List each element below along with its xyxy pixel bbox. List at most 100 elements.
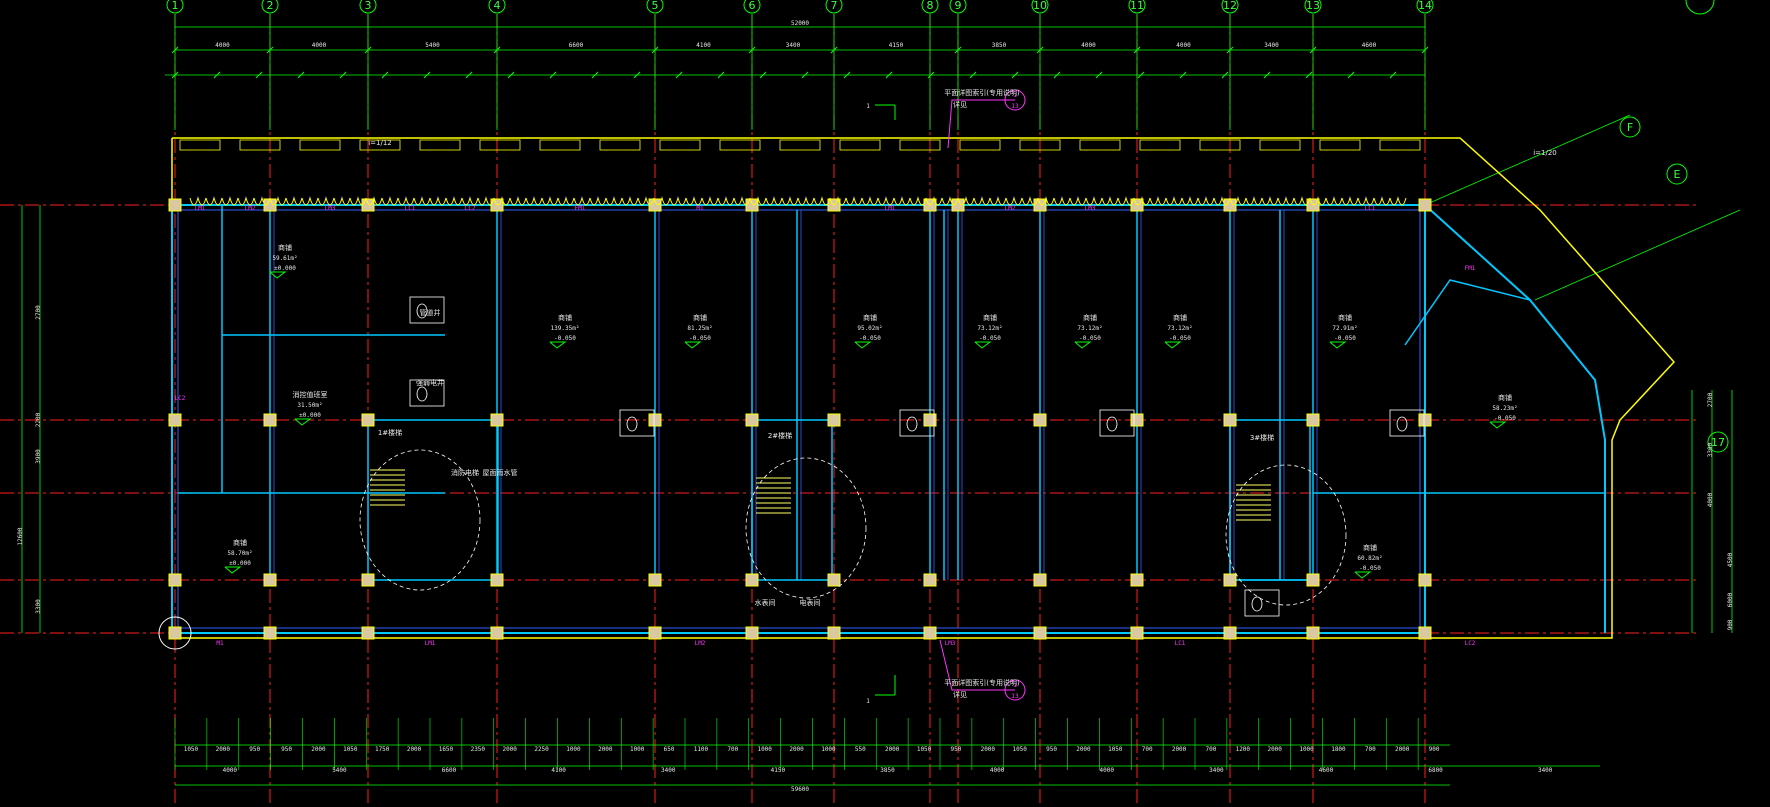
room-area: 31.50m² (297, 402, 322, 409)
axis-label-8: 8 (927, 0, 934, 12)
window (299, 139, 341, 151)
detail-callout: 详见 (953, 100, 967, 109)
window (419, 139, 461, 151)
level-mark (684, 341, 702, 349)
axis-label-11: 11 (1130, 0, 1144, 12)
detail-leader (939, 639, 1015, 691)
dimension-text: 4000 (215, 42, 230, 49)
structural-column (745, 413, 759, 427)
dimension-tick (675, 71, 683, 79)
structural-column (361, 198, 375, 212)
dimension-text: 4000 (990, 767, 1005, 774)
dimension-text: 1750 (375, 746, 390, 753)
door-tag: M1 (216, 640, 224, 647)
dimension-tick (954, 46, 962, 54)
room-level: ±0.000 (274, 265, 296, 272)
stair-curve (745, 457, 867, 599)
door-tag: LC2 (175, 395, 186, 402)
dimension-tick (364, 46, 372, 54)
storefront-door (1117, 196, 1135, 206)
structural-column (1130, 626, 1144, 640)
room-area: 58.70m² (227, 550, 252, 557)
dimension-tick (633, 71, 641, 79)
structural-column (361, 573, 375, 587)
dimension-text: 4150 (889, 42, 904, 49)
annotation-label: 2#楼梯 (768, 431, 792, 440)
dimension-text: 1200 (1236, 746, 1251, 753)
dimension-text: 4000 (1100, 767, 1115, 774)
dimension-text: 4600 (1362, 42, 1377, 49)
room-area: 58.23m² (1492, 405, 1517, 412)
axis-label-7: 7 (831, 0, 838, 12)
axis-label-2: 2 (267, 0, 274, 12)
storefront-door (717, 196, 735, 206)
level-mark (549, 341, 567, 349)
axis-leader (1424, 114, 1631, 206)
storefront-door (1133, 196, 1151, 206)
structural-column (1306, 573, 1320, 587)
room-name: 商铺 (1173, 313, 1187, 322)
dimension-text: 1050 (1108, 746, 1123, 753)
room-area: 73.12m² (1077, 325, 1102, 332)
origin-marker (158, 616, 192, 650)
storefront-door (1197, 196, 1215, 206)
dimension-text: 2250 (534, 746, 549, 753)
structural-column (1223, 573, 1237, 587)
annotation-label: 电表间 (800, 598, 821, 607)
axis-bubble (1416, 0, 1434, 14)
building-outline (171, 137, 1676, 639)
storefront-door (653, 196, 671, 206)
storefront-door (1261, 196, 1279, 206)
dimension-text: 700 (1206, 746, 1217, 753)
structural-column (168, 413, 182, 427)
dimension-text: 4100 (551, 767, 566, 774)
dimension-text: 1000 (757, 746, 772, 753)
window (1259, 139, 1301, 151)
dimension-tick (1036, 46, 1044, 54)
axis-bubble (1221, 0, 1239, 14)
room-area: 59.61m² (272, 255, 297, 262)
axis-label-1: 1 (172, 0, 179, 12)
room-level: -0.050 (1334, 335, 1356, 342)
dimension-text: 3300 (1707, 442, 1714, 457)
dimension-text: 3400 (1264, 42, 1279, 49)
storefront-door (589, 196, 607, 206)
dimension-text: 1800 (1331, 746, 1346, 753)
storefront-door (333, 196, 351, 206)
dimension-tick (830, 46, 838, 54)
axis-bubble (488, 0, 506, 14)
room-level: -0.050 (554, 335, 576, 342)
dimension-tick (927, 71, 935, 79)
room-area: 81.25m² (687, 325, 712, 332)
structural-column (923, 626, 937, 640)
dimension-tick (1309, 46, 1317, 54)
dimension-tick (465, 71, 473, 79)
dimension-text: 6800 (1428, 767, 1443, 774)
level-mark (1074, 341, 1092, 349)
structural-column (827, 626, 841, 640)
dimension-tick (423, 71, 431, 79)
storefront-door (1037, 196, 1055, 206)
room-area: 95.02m² (857, 325, 882, 332)
storefront-door (1101, 196, 1119, 206)
window (659, 139, 701, 151)
walls (168, 137, 1676, 640)
door-tag: LM2 (1005, 205, 1016, 212)
structural-column (923, 413, 937, 427)
dimension-text: 2000 (216, 746, 231, 753)
structural-column (168, 626, 182, 640)
door-tag: LC1 (405, 205, 416, 212)
storefront-door (733, 196, 751, 206)
storefront-door (781, 196, 799, 206)
level-mark (1489, 421, 1507, 429)
storefront-door (669, 196, 687, 206)
axis-bubble (359, 0, 377, 14)
structural-column (1418, 626, 1432, 640)
toilet-fixture (409, 296, 445, 324)
window (1319, 139, 1361, 151)
structural-column (168, 573, 182, 587)
storefront-door (605, 196, 623, 206)
axis-bubble (825, 0, 843, 14)
